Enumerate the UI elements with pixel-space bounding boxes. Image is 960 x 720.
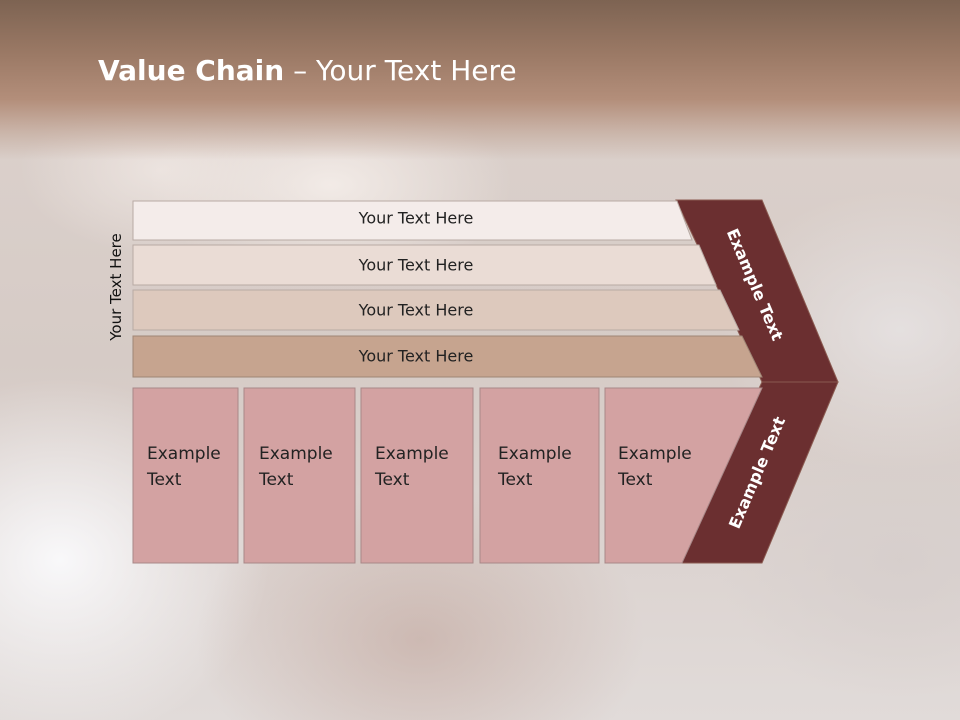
box-4-line1: Example <box>498 444 572 464</box>
box-2-line1: Example <box>259 444 333 464</box>
box-1 <box>132 387 239 564</box>
box-4 <box>479 387 600 564</box>
box-5-line2: Text <box>617 470 653 490</box>
box-3 <box>360 387 474 564</box>
title-bold: Value Chain <box>98 54 285 87</box>
row-2 <box>132 244 717 286</box>
box-5-line1: Example <box>618 444 692 464</box>
box-3-line2: Text <box>374 470 410 490</box>
box-2-line2: Text <box>258 470 294 490</box>
row-1 <box>132 200 693 241</box>
title-banner <box>0 0 960 160</box>
box-1-line2: Text <box>146 470 182 490</box>
box-3-line1: Example <box>375 444 449 464</box>
title-rest: – Your Text Here <box>284 54 517 87</box>
row-4 <box>132 335 763 378</box>
row-3-label: Your Text Here <box>358 301 474 320</box>
box-1-line1: Example <box>147 444 221 464</box>
box-2 <box>243 387 356 564</box>
row-2-label: Your Text Here <box>358 256 474 275</box>
row-1-label: Your Text Here <box>358 209 474 228</box>
box-4-line2: Text <box>497 470 533 490</box>
box-5 <box>604 387 763 564</box>
row-4-label: Your Text Here <box>358 347 474 366</box>
slide-title: Value Chain – Your Text Here <box>98 54 517 87</box>
row-3 <box>132 289 740 331</box>
